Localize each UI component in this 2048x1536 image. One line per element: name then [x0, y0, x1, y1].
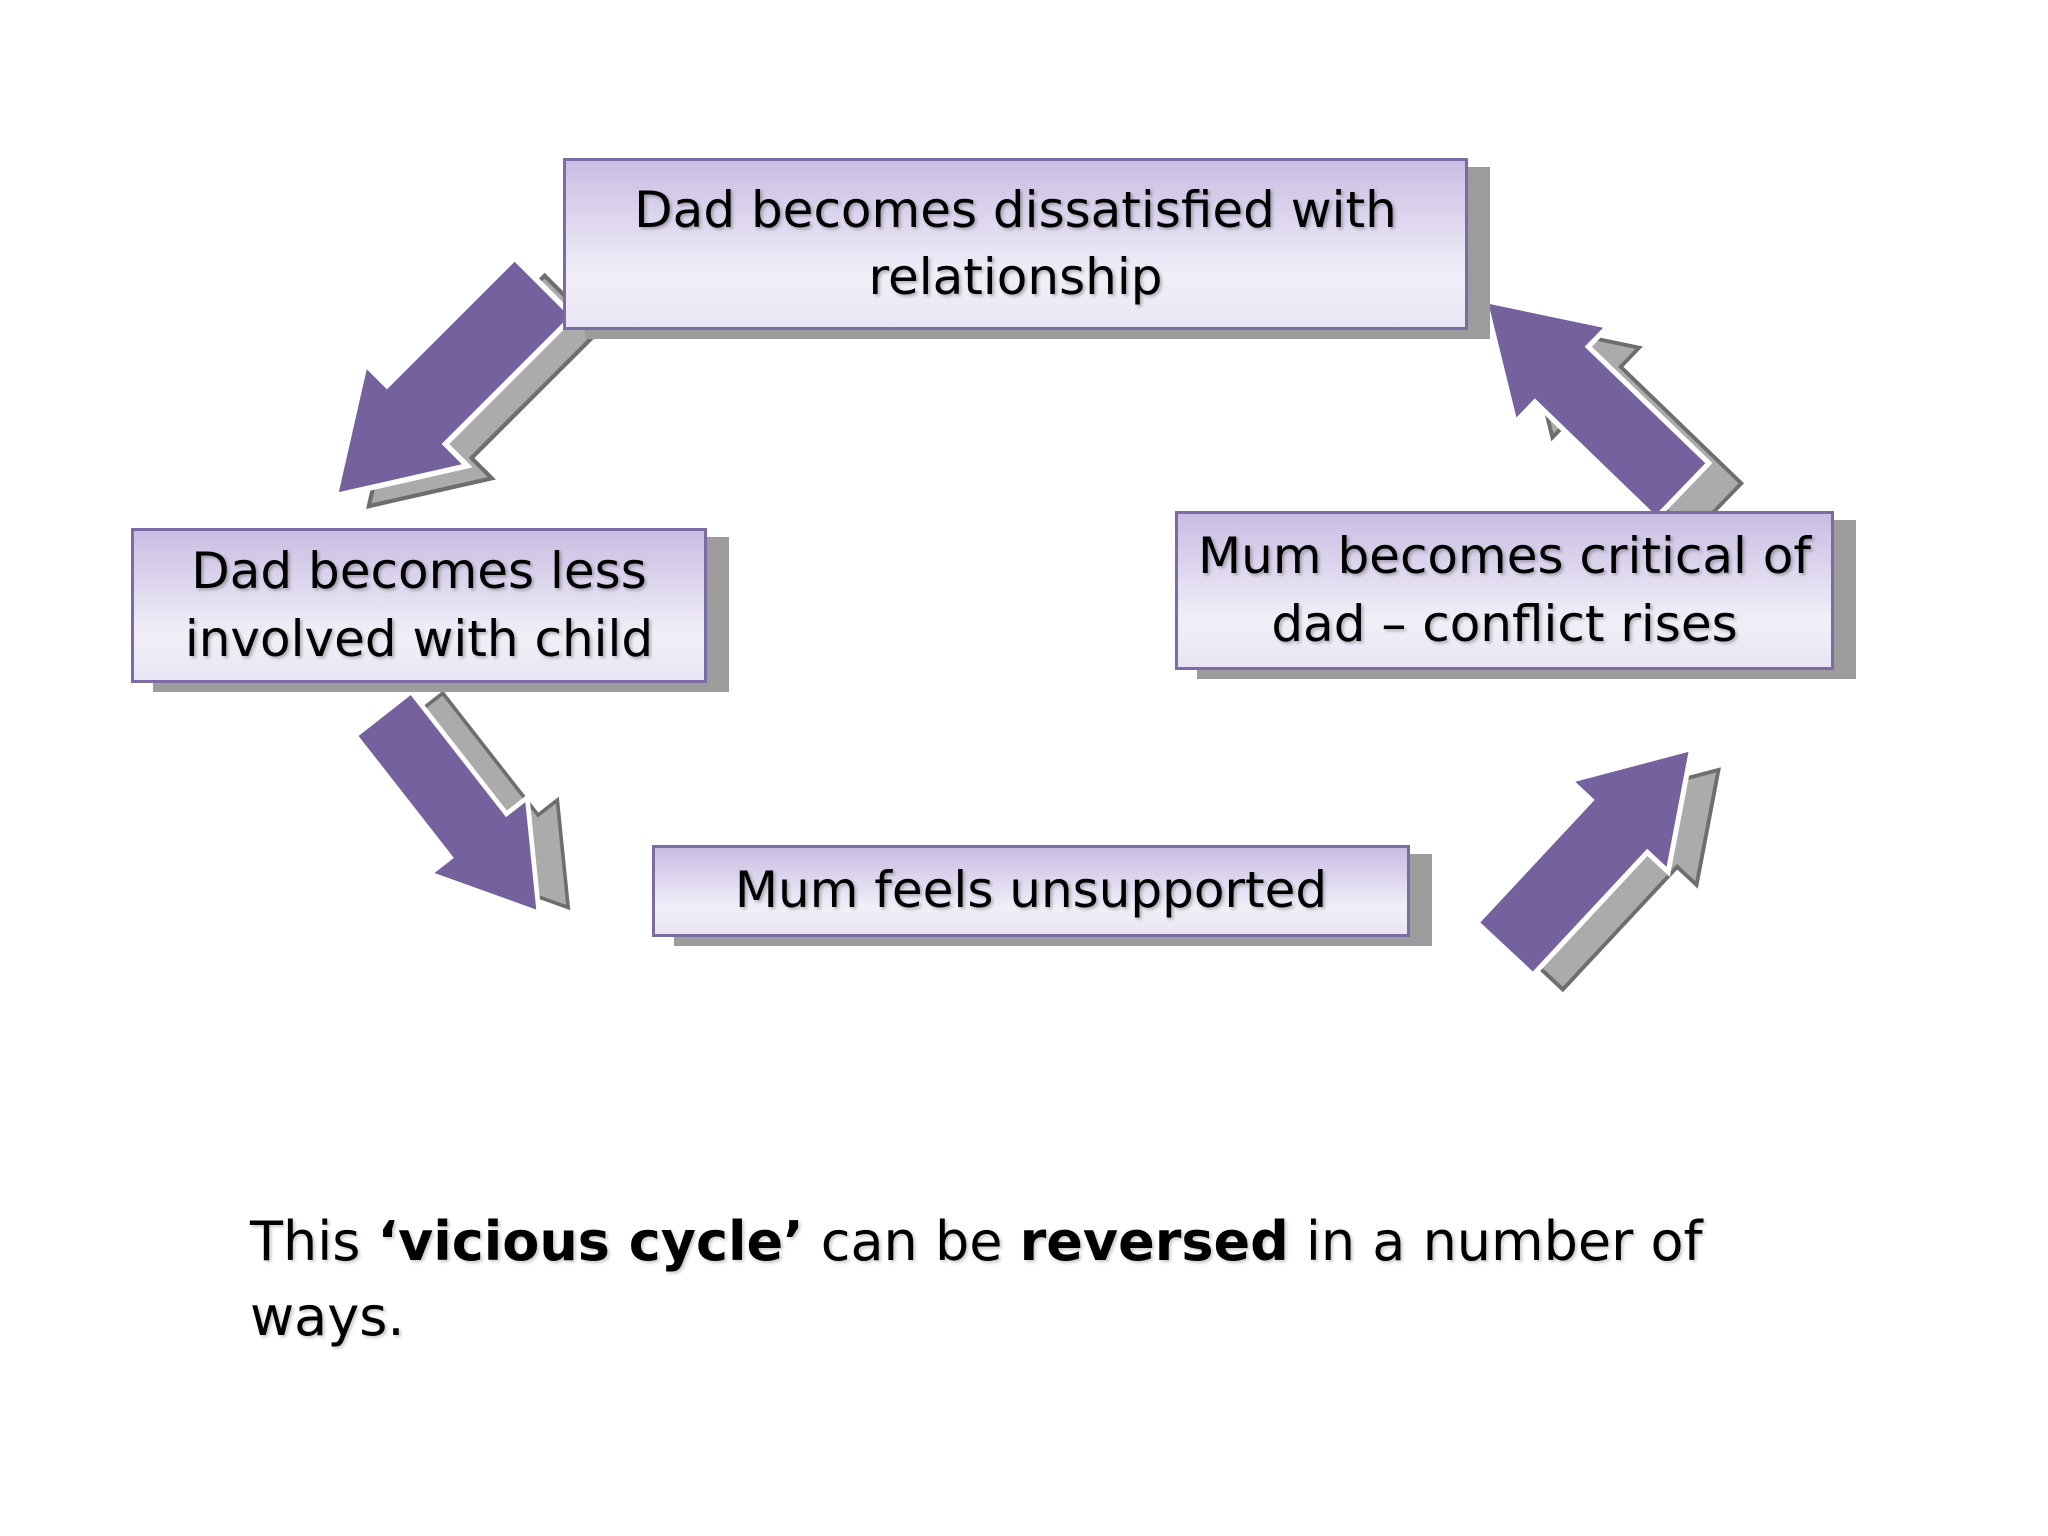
box-dad-less-involved-label: Dad becomes less involved with child	[184, 542, 654, 668]
box-mum-unsupported: Mum feels unsupported	[652, 845, 1410, 937]
box-mum-critical: Mum becomes critical of dad – conflict r…	[1175, 511, 1834, 670]
box-dad-dissatisfied: Dad becomes dissatisfied with relationsh…	[563, 158, 1468, 330]
arrow-up-right-icon	[1461, 709, 1767, 1010]
arrow-up-left-icon	[1445, 259, 1762, 556]
box-mum-critical-label: Mum becomes critical of dad – conflict r…	[1198, 527, 1811, 653]
caption: This ‘vicious cycle’ can be reversed in …	[250, 1210, 1703, 1348]
box-mum-unsupported-label: Mum feels unsupported	[734, 861, 1328, 920]
arrow-down-right-icon	[339, 678, 616, 945]
box-dad-less-involved: Dad becomes less involved with child	[131, 528, 707, 683]
box-dad-dissatisfied-label: Dad becomes dissatisfied with relationsh…	[634, 180, 1397, 307]
